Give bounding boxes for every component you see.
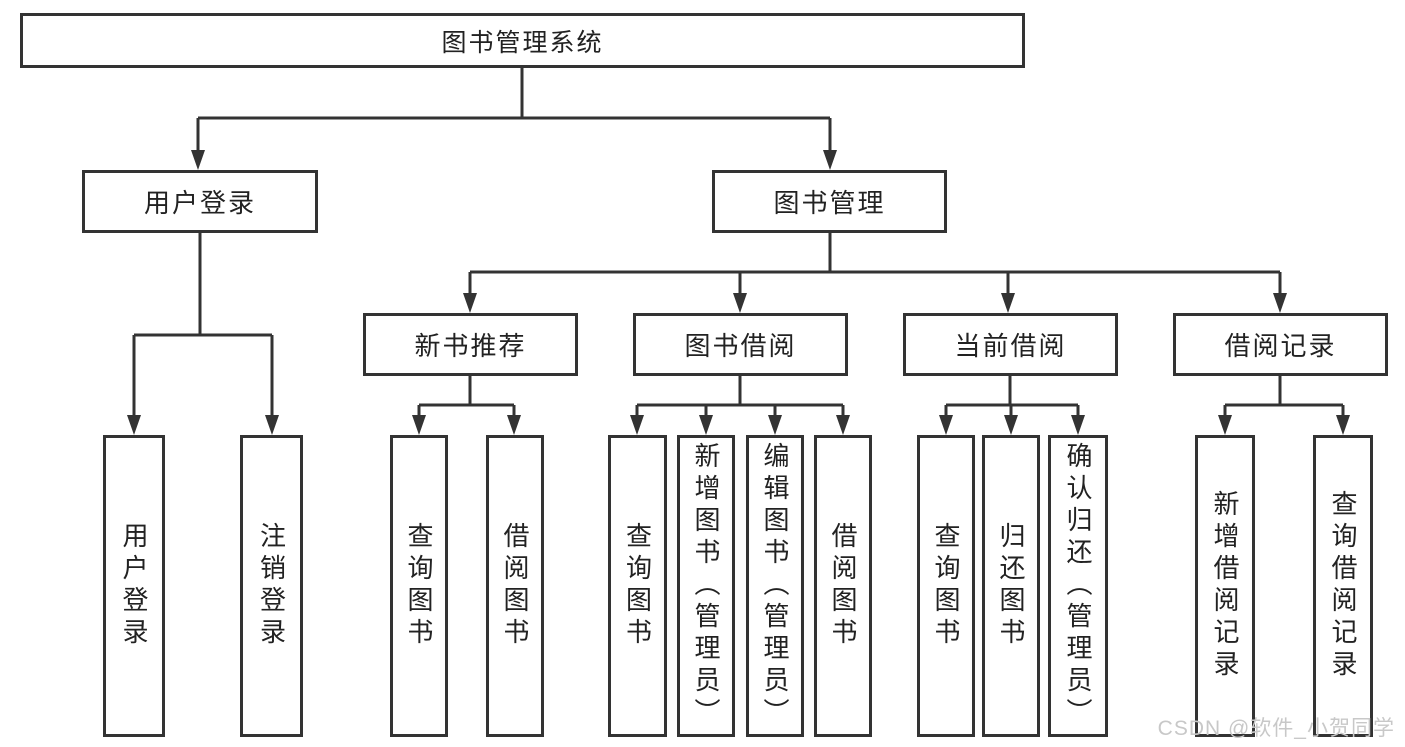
leaf-edit-books-admin: 编辑图书（管理员） <box>746 435 804 737</box>
leaf-add-borrow-record: 新增借阅记录 <box>1195 435 1255 737</box>
leaf-return-books-label: 归还图书 <box>996 522 1026 650</box>
node-current-borrowing-label: 当前借阅 <box>954 331 1067 361</box>
leaf-query-borrow-record: 查询借阅记录 <box>1313 435 1373 737</box>
leaf-confirm-return-admin-label: 确认归还（管理员） <box>1063 442 1093 730</box>
leaf-query-books-borrowing-label: 查询图书 <box>622 522 653 650</box>
leaf-query-borrow-record-label: 查询借阅记录 <box>1328 490 1358 682</box>
node-borrowing-records: 借阅记录 <box>1173 313 1388 376</box>
leaf-logout: 注销登录 <box>240 435 303 737</box>
leaf-query-books-borrowing: 查询图书 <box>608 435 667 737</box>
leaf-add-books-admin: 新增图书（管理员） <box>677 435 735 737</box>
leaf-confirm-return-admin: 确认归还（管理员） <box>1048 435 1108 737</box>
node-new-book-recommendation: 新书推荐 <box>363 313 578 376</box>
node-book-borrowing: 图书借阅 <box>633 313 848 376</box>
leaf-borrow-books-recommend-label: 借阅图书 <box>500 522 530 650</box>
node-borrowing-records-label: 借阅记录 <box>1224 331 1337 361</box>
leaf-edit-books-admin-label: 编辑图书（管理员） <box>760 442 790 730</box>
node-root-label: 图书管理系统 <box>441 28 604 57</box>
leaf-logout-label: 注销登录 <box>256 522 287 650</box>
leaf-query-books-current-label: 查询图书 <box>931 522 961 650</box>
node-book-management: 图书管理 <box>712 170 947 233</box>
leaf-borrow-books: 借阅图书 <box>814 435 872 737</box>
node-current-borrowing: 当前借阅 <box>903 313 1118 376</box>
node-new-book-recommendation-label: 新书推荐 <box>414 331 527 361</box>
csdn-watermark: CSDN @软件_小贺同学 <box>1157 717 1395 740</box>
leaf-query-books-current: 查询图书 <box>917 435 975 737</box>
leaf-borrow-books-label: 借阅图书 <box>828 522 858 650</box>
node-root-library-system: 图书管理系统 <box>20 13 1025 68</box>
leaf-add-books-admin-label: 新增图书（管理员） <box>691 442 721 730</box>
leaf-query-books-recommend: 查询图书 <box>390 435 448 737</box>
node-user-login-label: 用户登录 <box>143 188 256 218</box>
leaf-user-login: 用户登录 <box>103 435 165 737</box>
leaf-query-books-recommend-label: 查询图书 <box>404 522 434 650</box>
leaf-borrow-books-recommend: 借阅图书 <box>486 435 544 737</box>
node-book-borrowing-label: 图书借阅 <box>684 331 797 361</box>
leaf-user-login-label: 用户登录 <box>119 522 149 650</box>
leaf-add-borrow-record-label: 新增借阅记录 <box>1210 490 1240 682</box>
node-book-management-label: 图书管理 <box>773 188 886 218</box>
leaf-return-books: 归还图书 <box>982 435 1040 737</box>
node-user-login: 用户登录 <box>82 170 318 233</box>
